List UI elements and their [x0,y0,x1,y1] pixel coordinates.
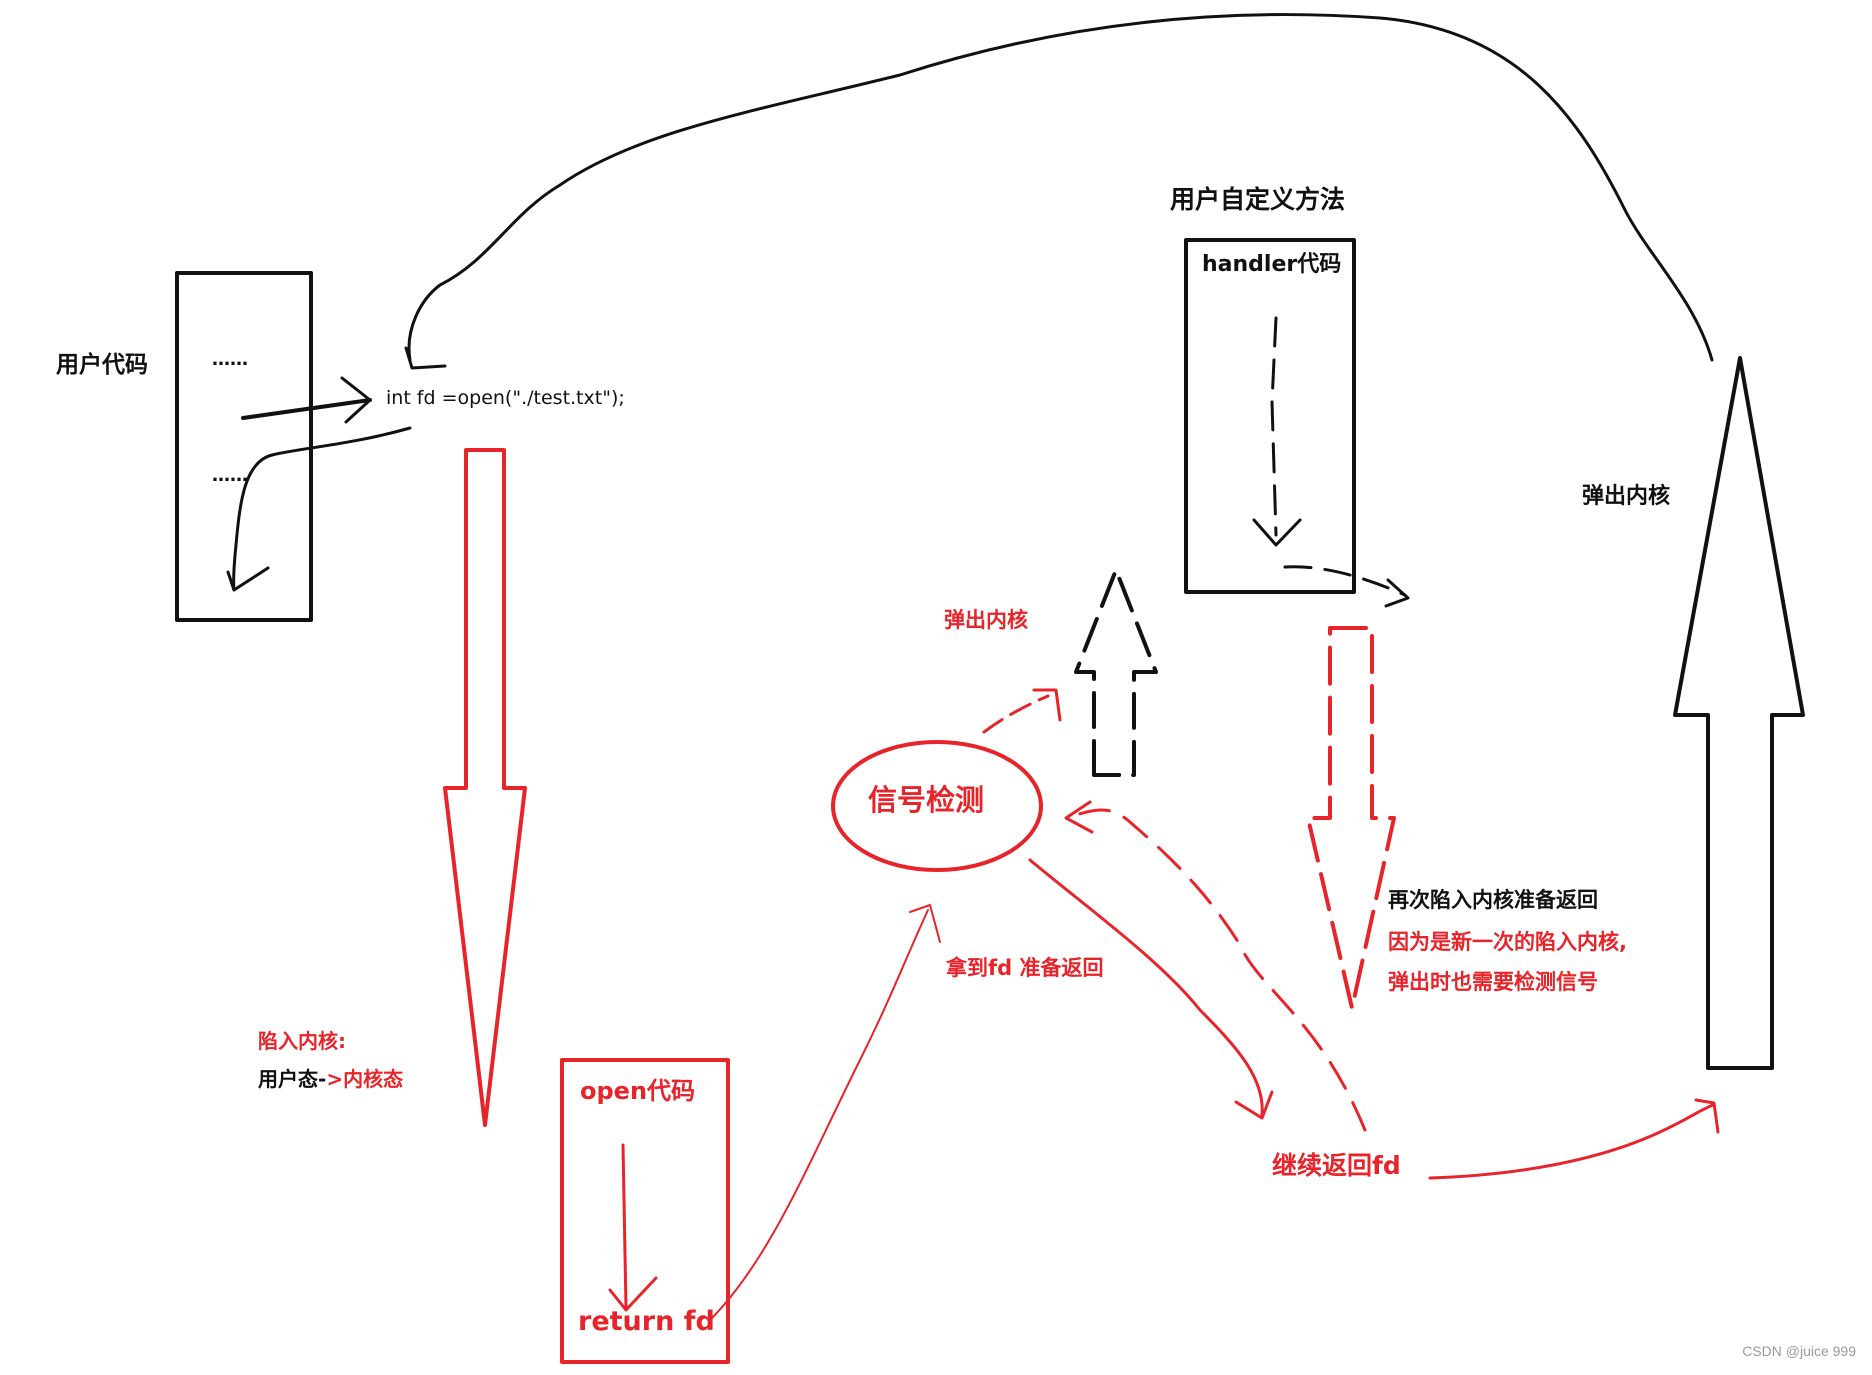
signal-check-ellipse [831,740,1043,872]
pop-to-handler-red-arrow [982,694,1050,734]
handler-exit-arrowhead [1384,578,1410,608]
retrap-kernel-arrow [1306,626,1396,1010]
open-code-label: open代码 [580,1077,696,1105]
second-check-curve [1066,808,1367,1132]
retrap-note-2: 弹出时也需要检测信号 [1388,970,1598,994]
watermark: CSDN @juice 999 [1742,1343,1856,1359]
state-transition-label: 用户态->内核态 [258,1068,403,1091]
got-fd-arrowhead [909,904,941,943]
second-check-arrowhead [1064,800,1094,834]
got-fd-curve [709,909,929,1321]
pop-to-handler-arrow [1074,568,1158,777]
handler-flow-arrowhead [1252,518,1302,547]
continue-return-arrowhead [1234,1090,1274,1120]
trap-kernel-label: 陷入内核: [258,1029,346,1053]
to-pop-kernel-arrowhead [1694,1098,1720,1134]
return-to-user-arc [407,13,1714,362]
pop-kernel-small-label: 弹出内核 [944,608,1028,632]
got-fd-label: 拿到fd 准备返回 [946,956,1104,980]
continue-return-curve [1028,858,1264,1117]
retrap-note-1: 因为是新一次的陷入内核, [1388,930,1627,954]
user-code-label: 用户代码 [56,352,148,378]
to-pop-kernel-curve [1428,1103,1715,1180]
resume-flow-arrow [232,426,412,592]
retrap-title: 再次陷入内核准备返回 [1388,888,1598,912]
pop-kernel-big-label: 弹出内核 [1582,484,1671,509]
trap-kernel-arrow [443,448,527,1127]
open-call-label: int fd =open("./test.txt"); [386,387,625,409]
user-state-text: 用户态- [258,1067,327,1091]
custom-method-title: 用户自定义方法 [1170,185,1346,214]
handler-flow-arrow [1270,316,1278,537]
return-fd-label: return fd [578,1306,715,1337]
code-ellipsis-bottom: …… [212,465,248,486]
open-code-box [560,1058,730,1364]
pop-to-handler-red-arrowhead [1032,688,1062,722]
kernel-state-text: >内核态 [326,1067,404,1091]
user-code-box [175,271,313,622]
resume-flow-arrowhead [226,566,270,592]
signal-check-label: 信号检测 [868,783,985,817]
handler-code-label: handler代码 [1202,252,1342,277]
continue-return-label: 继续返回fd [1272,1151,1401,1180]
handler-box [1184,238,1356,594]
return-to-user-arrowhead [404,346,447,370]
call-open-arrowhead [340,376,372,424]
code-ellipsis-top: …… [212,349,248,370]
pop-kernel-big-arrow [1673,356,1805,1070]
handler-exit-arrow [1283,565,1407,597]
call-open-arrow [241,398,372,420]
open-code-flow-arrowhead [608,1276,658,1312]
open-code-flow-arrow [621,1143,628,1310]
